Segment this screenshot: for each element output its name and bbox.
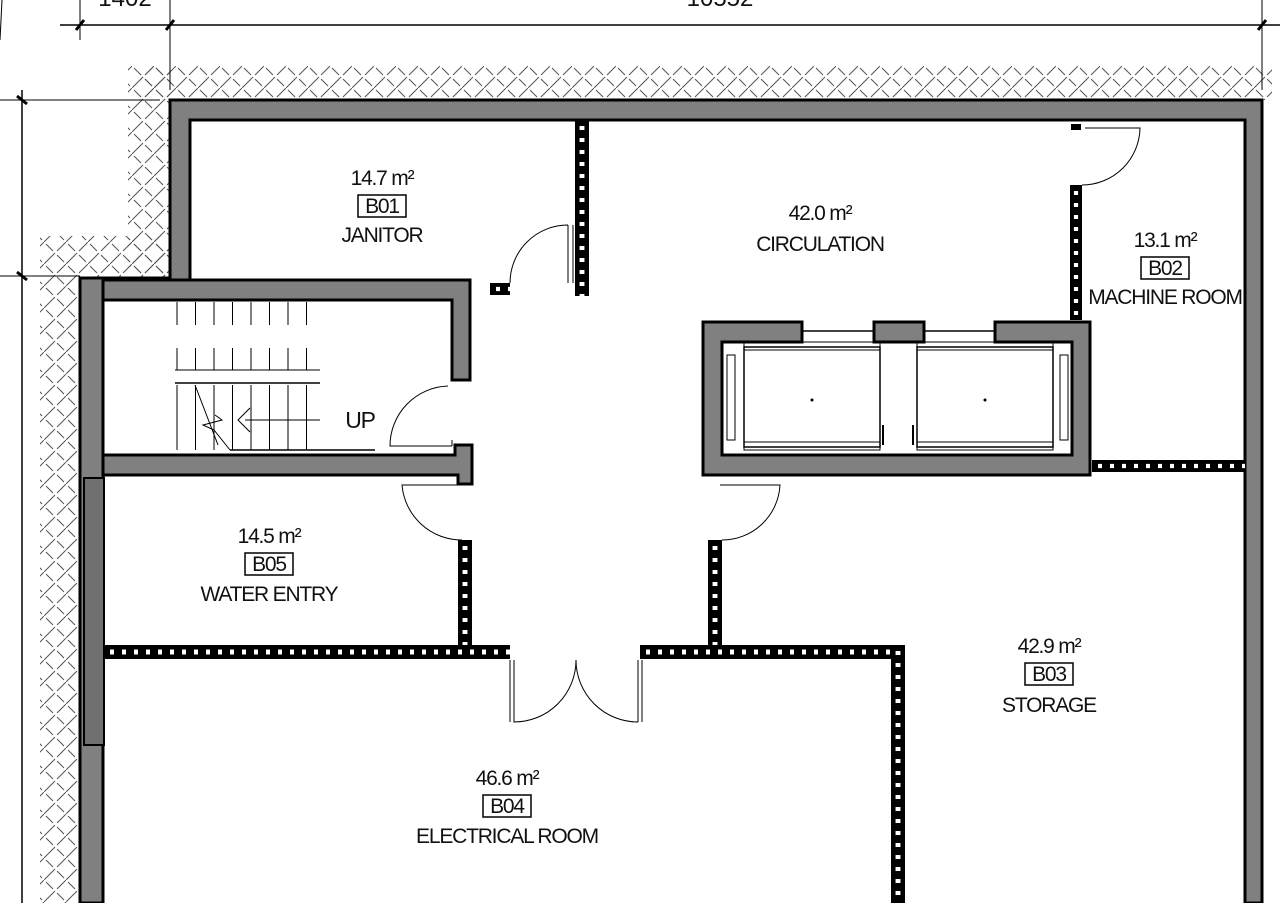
room-b03[interactable]: 42.9 m² B03 STORAGE: [1002, 635, 1098, 717]
stair-up-label: UP: [345, 407, 375, 433]
partition-walls: [104, 120, 1245, 903]
room-b01[interactable]: 14.7 m² B01 JANITOR: [341, 167, 424, 247]
stair-treads: [175, 302, 375, 451]
dimension-top-left: 1402: [98, 0, 151, 12]
room-name: CIRCULATION: [756, 233, 884, 256]
room-name: STORAGE: [1002, 694, 1097, 717]
door-stair: [389, 385, 453, 447]
room-area: 42.9 m²: [1018, 635, 1082, 658]
elevator-core: [701, 320, 1092, 477]
room-area: 46.6 m²: [476, 767, 540, 790]
door-machine-room: [1081, 127, 1141, 186]
doors: [389, 127, 1141, 723]
room-b05[interactable]: 14.5 m² B05 WATER ENTRY: [201, 525, 340, 606]
room-area: 13.1 m²: [1134, 229, 1198, 252]
room-area: 14.7 m²: [351, 167, 415, 190]
dimension-top-main: 10552: [687, 0, 754, 12]
door-janitor: [509, 224, 574, 284]
room-code-box: [1024, 662, 1074, 686]
room-code: B03: [1032, 663, 1066, 686]
stair-arrow-icon: [237, 407, 251, 433]
room-name: MACHINE ROOM: [1088, 286, 1242, 309]
room-name: ELECTRICAL ROOM: [416, 825, 598, 848]
room-area: 14.5 m²: [238, 525, 302, 548]
room-circulation[interactable]: 42.0 m² CIRCULATION: [756, 202, 885, 256]
room-code-box: [1140, 256, 1190, 280]
room-area: 42.0 m²: [789, 202, 853, 225]
door-water-entry: [401, 484, 463, 541]
room-b04[interactable]: 46.6 m² B04 ELECTRICAL ROOM: [416, 767, 599, 848]
stair-walls: [101, 278, 474, 486]
earth-hatching: [40, 66, 1272, 903]
room-name: WATER ENTRY: [201, 583, 339, 606]
exterior-walls: [78, 98, 1264, 903]
door-electrical-double: [509, 659, 643, 723]
room-code: B04: [490, 795, 525, 818]
door-storage: [720, 484, 781, 541]
room-code: B05: [252, 553, 286, 576]
room-b02[interactable]: 13.1 m² B02 MACHINE ROOM: [1088, 229, 1243, 309]
elevator-car-left: [743, 346, 881, 448]
room-code-box: [357, 194, 407, 218]
elevator-car-right: [916, 346, 1054, 448]
room-code: B02: [1148, 257, 1182, 280]
room-name: JANITOR: [341, 224, 423, 247]
room-code-box: [244, 552, 294, 576]
room-code: B01: [365, 195, 399, 218]
room-code-box: [482, 794, 532, 818]
